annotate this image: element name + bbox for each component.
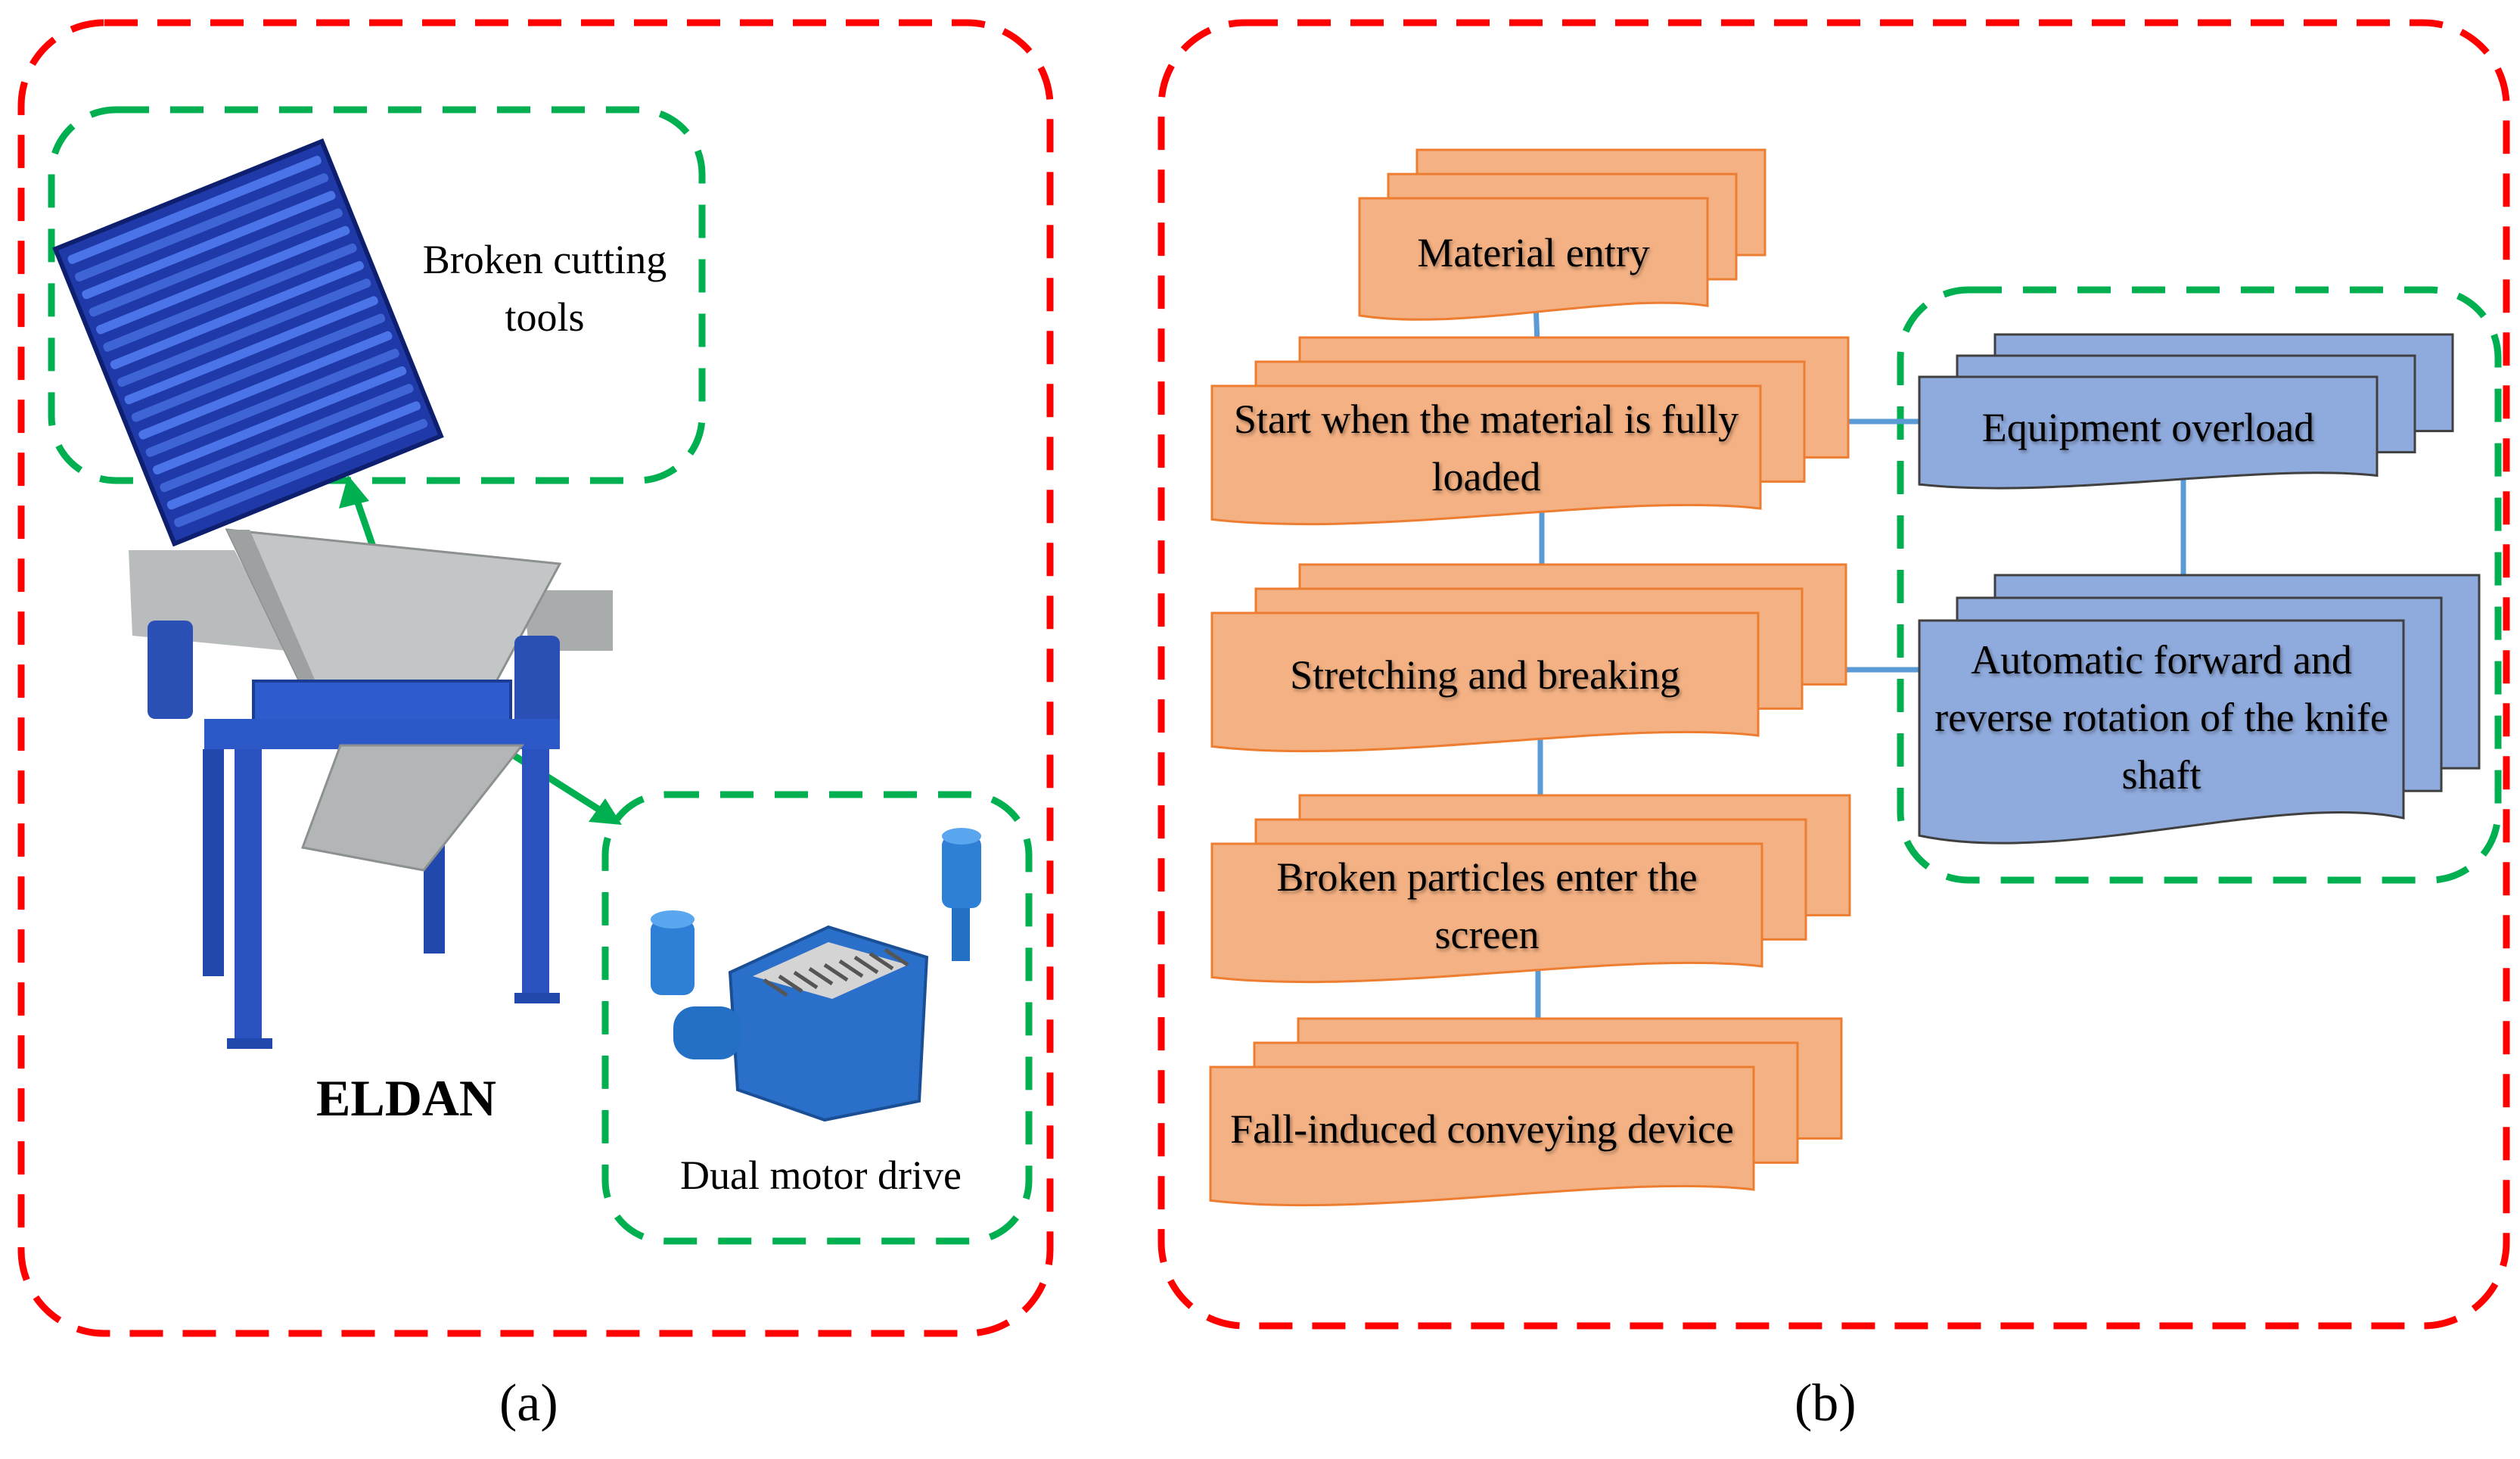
flow-step-material-entry — [1358, 148, 1766, 321]
feedback-equipment-overload-front — [1918, 375, 2379, 490]
blade-row — [152, 366, 407, 475]
flow-step-stretch-break — [1210, 563, 1847, 753]
flow-step-conveyor — [1209, 1017, 1843, 1207]
blade-row — [82, 191, 336, 300]
motor-blade — [838, 959, 864, 978]
flow-step-start-loaded-front — [1210, 384, 1762, 526]
blade-row — [67, 155, 322, 264]
motor-blade — [868, 951, 894, 971]
motor-label: Dual motor drive — [680, 1153, 962, 1198]
blade-row — [74, 173, 329, 282]
panel-b-border — [1157, 19, 2510, 1330]
motor-blade — [823, 963, 849, 982]
blade-row — [145, 348, 399, 457]
motor-blade — [793, 970, 819, 990]
flow-step-screen — [1210, 794, 1851, 984]
flow-step-screen-label: Broken particles enter the screen — [1276, 854, 1698, 957]
flow-step-material-entry-front — [1358, 197, 1709, 321]
blade-row — [110, 260, 365, 369]
flow-step-conveyor-front — [1209, 1065, 1755, 1207]
flow-step-stretch-break-label: Stretching and breaking — [1290, 652, 1680, 698]
motor-blade — [808, 966, 834, 986]
blade-row — [103, 243, 357, 352]
cutting-tools-image — [52, 138, 444, 547]
panel-a-border — [17, 19, 1054, 1337]
flow-step-start-loaded — [1210, 336, 1850, 526]
blade-row — [117, 278, 371, 387]
cutting-tools-label-line-1: Broken cutting — [422, 237, 667, 282]
motor-blade — [853, 955, 879, 975]
blade-row — [96, 226, 350, 334]
motor-blade — [763, 978, 788, 997]
feedback-equipment-overload — [1918, 333, 2454, 490]
flow-step-screen-front — [1210, 842, 1763, 984]
blade-row — [166, 401, 421, 510]
blade-row — [160, 384, 414, 493]
flow-step-stretch-break-front — [1210, 611, 1760, 753]
blade-row — [138, 331, 393, 440]
feedback-auto-reverse-label: Automatic forward and reverse rotation o… — [1934, 637, 2388, 798]
feedback-auto-reverse — [1918, 574, 2481, 845]
feedback-group-border — [1897, 286, 2502, 884]
blade-row — [124, 296, 378, 405]
feedback-equipment-overload-label: Equipment overload — [1981, 404, 2315, 450]
flow-step-conveyor-label: Fall-induced conveying device — [1230, 1106, 1734, 1152]
feedback-auto-reverse-front — [1918, 619, 2405, 845]
blade-row — [174, 418, 428, 527]
cutting-tools-group-border — [48, 106, 706, 484]
cutting-tools-label-line-2: tools — [505, 294, 585, 340]
blade-row — [89, 208, 343, 317]
flow-step-material-entry-label: Material entry — [1417, 230, 1650, 276]
panel-b-caption: (b) — [1794, 1374, 1857, 1433]
motor-group-border — [601, 791, 1033, 1245]
machine-label: ELDAN — [316, 1069, 497, 1127]
motor-blade — [884, 947, 909, 967]
cutting-tools-label: Broken cutting tools — [393, 231, 696, 346]
panel-a-caption: (a) — [499, 1374, 558, 1433]
blade-row — [131, 313, 386, 422]
motor-blade — [778, 974, 803, 994]
eldan-machine-image — [129, 528, 613, 1049]
dual-motor-image — [651, 828, 981, 1122]
flow-step-start-loaded-label: Start when the material is fully loaded — [1233, 396, 1739, 499]
